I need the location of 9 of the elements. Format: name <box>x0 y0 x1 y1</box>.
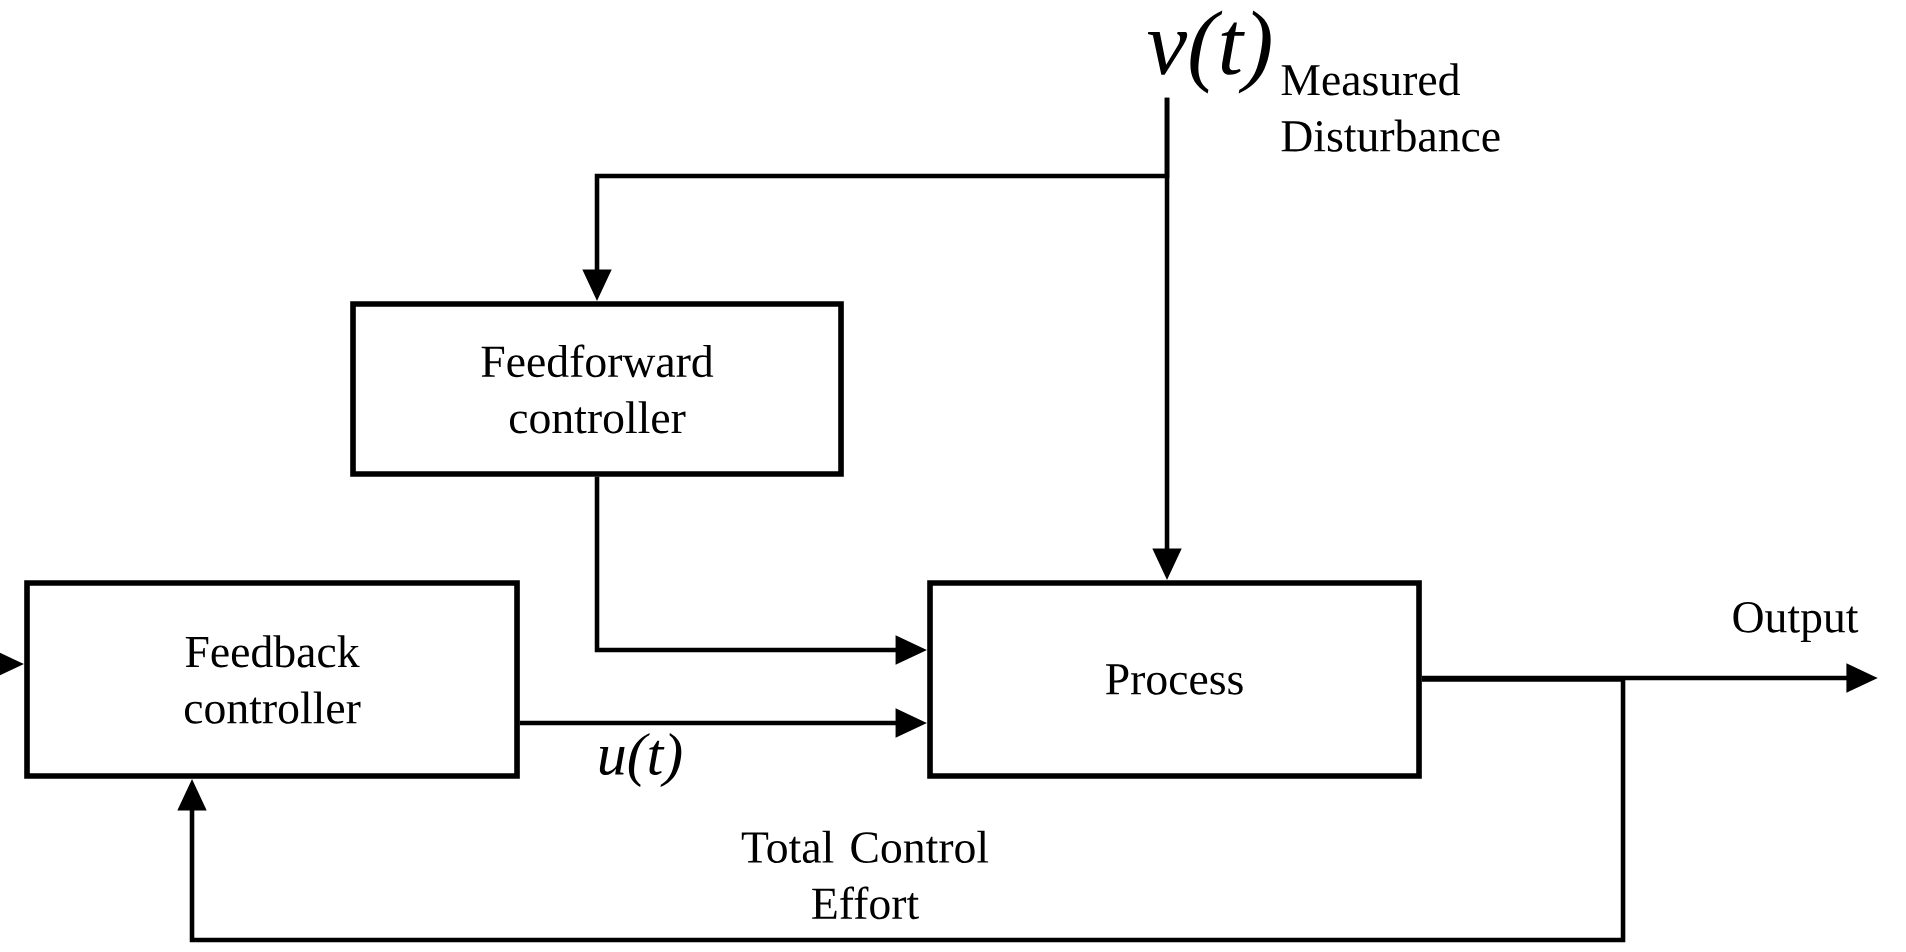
disturbance-label: Measured Disturbance <box>1281 63 1500 152</box>
block-box: Feedforward controller <box>350 301 844 477</box>
block-box: Feedback controller <box>24 580 520 779</box>
edge-label: Output <box>1728 598 1862 646</box>
block-box: Process <box>927 580 1422 779</box>
annotation-text: Total Control Effort <box>741 830 989 920</box>
edge-label: u(t) <box>593 729 687 791</box>
signal-label: v(t) <box>1147 10 1271 94</box>
arrow <box>177 677 1626 943</box>
